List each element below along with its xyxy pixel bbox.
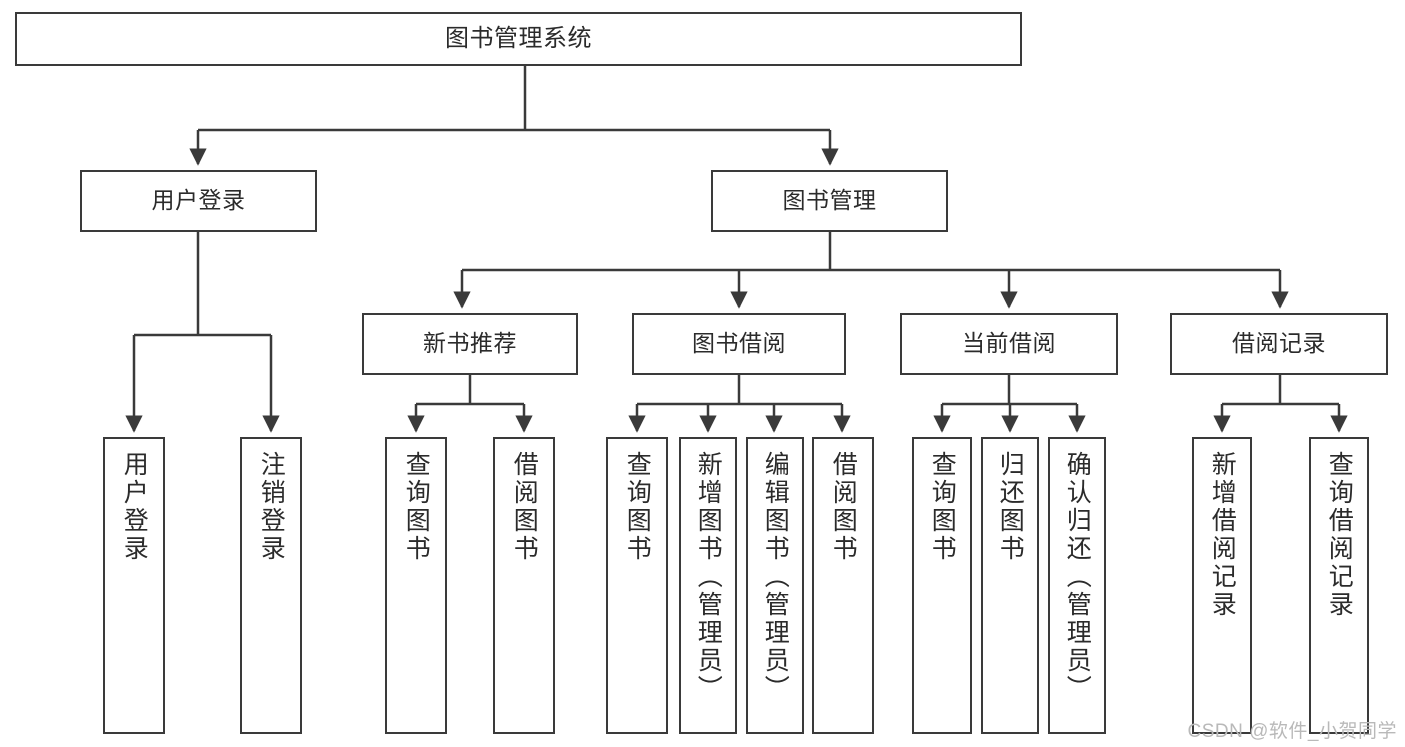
node-label: 新增借阅记录 xyxy=(1208,451,1237,619)
node-current-borrowing[interactable]: 当前借阅 xyxy=(900,313,1118,375)
leaf-current-return-book[interactable]: 归还图书 xyxy=(981,437,1039,734)
node-label: 借阅图书 xyxy=(510,451,539,563)
node-label: 图书管理系统 xyxy=(445,24,592,52)
node-label: 编辑图书（管理员） xyxy=(761,451,790,703)
node-label: 注销登录 xyxy=(257,451,286,563)
leaf-current-confirm-return-admin[interactable]: 确认归还（管理员） xyxy=(1048,437,1106,734)
node-label: 借阅图书 xyxy=(829,451,858,563)
leaf-new-book-borrow-book[interactable]: 借阅图书 xyxy=(493,437,555,734)
csdn-watermark: CSDN @软件_小贺同学 xyxy=(1187,721,1397,742)
node-label: 当前借阅 xyxy=(962,330,1056,357)
leaf-user-login[interactable]: 用户登录 xyxy=(103,437,165,734)
leaf-borrow-edit-book-admin[interactable]: 编辑图书（管理员） xyxy=(746,437,804,734)
leaf-new-book-query-book[interactable]: 查询图书 xyxy=(385,437,447,734)
node-label: 借阅记录 xyxy=(1232,330,1326,357)
node-label: 查询图书 xyxy=(402,451,431,563)
node-root-book-management-system[interactable]: 图书管理系统 xyxy=(15,12,1022,66)
node-label: 新增图书（管理员） xyxy=(694,451,723,703)
node-label: 确认归还（管理员） xyxy=(1063,451,1092,703)
node-label: 用户登录 xyxy=(151,187,246,214)
node-book-borrowing[interactable]: 图书借阅 xyxy=(632,313,846,375)
leaf-record-add-borrow-record[interactable]: 新增借阅记录 xyxy=(1192,437,1252,734)
leaf-logout[interactable]: 注销登录 xyxy=(240,437,302,734)
node-book-management[interactable]: 图书管理 xyxy=(711,170,948,232)
node-borrowing-record[interactable]: 借阅记录 xyxy=(1170,313,1388,375)
node-label: 查询图书 xyxy=(928,451,957,563)
node-label: 归还图书 xyxy=(996,451,1025,563)
node-label: 新书推荐 xyxy=(423,330,517,357)
node-label: 图书借阅 xyxy=(692,330,786,357)
leaf-borrow-borrow-book[interactable]: 借阅图书 xyxy=(812,437,874,734)
leaf-current-query-book[interactable]: 查询图书 xyxy=(912,437,972,734)
node-user-login[interactable]: 用户登录 xyxy=(80,170,317,232)
leaf-record-query-borrow-record[interactable]: 查询借阅记录 xyxy=(1309,437,1369,734)
node-label: 用户登录 xyxy=(120,451,149,563)
leaf-borrow-add-book-admin[interactable]: 新增图书（管理员） xyxy=(679,437,737,734)
node-label: 图书管理 xyxy=(782,187,877,214)
node-new-book-recommendation[interactable]: 新书推荐 xyxy=(362,313,578,375)
node-label: 查询借阅记录 xyxy=(1325,451,1354,619)
leaf-borrow-query-book[interactable]: 查询图书 xyxy=(606,437,668,734)
node-label: 查询图书 xyxy=(623,451,652,563)
